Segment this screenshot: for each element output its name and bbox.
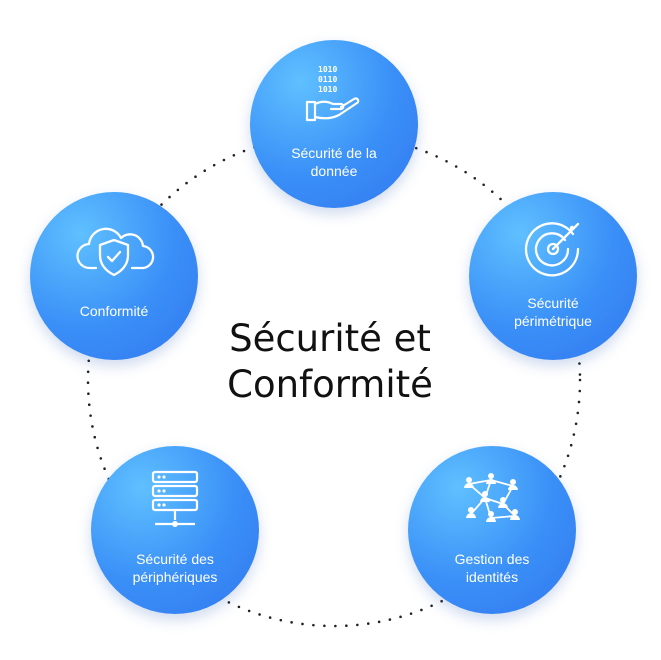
hand-binary-data-icon: 1010 0110 1010 (305, 65, 360, 122)
node-perimeter-security: Sécurité périmétrique (469, 192, 637, 360)
node-device-security: Sécurité des périphériques (91, 446, 259, 614)
cloud-shield-check-icon (76, 227, 155, 277)
svg-text:1010: 1010 (318, 65, 337, 74)
node-identity-management: Gestion des identités (408, 446, 576, 614)
node-compliance: Conformité (30, 192, 198, 360)
svg-text:0110: 0110 (318, 75, 337, 84)
network-users-icon (464, 473, 520, 522)
radar-icon (524, 222, 580, 277)
diagram-title-line2: Conformité (227, 363, 433, 406)
node-identity-management-label: Gestion des identités (454, 551, 530, 585)
node-perimeter-security-label: Sécurité périmétrique (514, 295, 592, 329)
diagram-title: Sécurité et Conformité (180, 316, 480, 408)
diagram-title-line1: Sécurité et (229, 317, 431, 360)
server-stack-icon (151, 470, 199, 527)
node-data-security: 1010 0110 1010 Sécurité de la donnée (250, 40, 418, 208)
node-device-security-label: Sécurité des périphériques (132, 551, 218, 585)
svg-text:1010: 1010 (318, 85, 337, 94)
node-compliance-label: Conformité (79, 303, 149, 319)
node-data-security-label: Sécurité de la donnée (291, 145, 377, 179)
